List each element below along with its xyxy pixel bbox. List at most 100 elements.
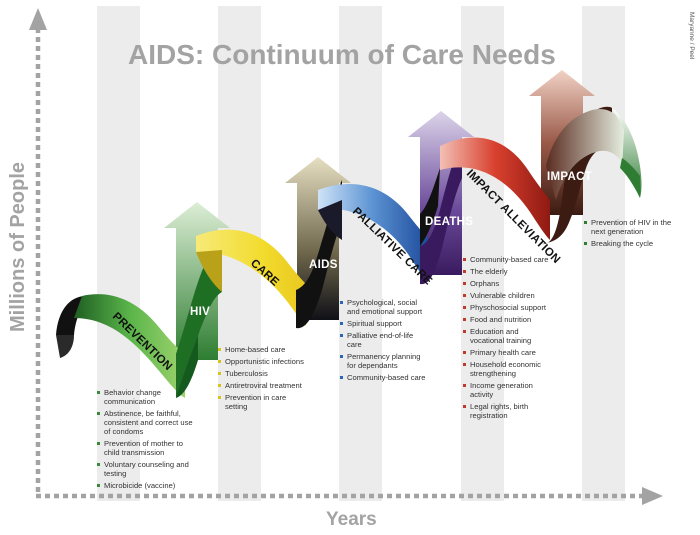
bullet-icon <box>218 372 221 375</box>
ribbon-deaths-under <box>420 168 440 246</box>
list-item-text: Spiritual support <box>347 319 402 328</box>
list-item: Antiretroviral treatment <box>218 381 308 390</box>
list-item-text: Vulnerable children <box>470 291 535 300</box>
y-axis <box>29 8 47 496</box>
list-item: Voluntary counseling and testing <box>97 460 197 478</box>
ribbon-care <box>196 229 306 326</box>
list-item-text: Tuberculosis <box>225 369 268 378</box>
list-item: Legal rights, birth registration <box>463 402 549 420</box>
bullet-icon <box>463 282 466 285</box>
list-item: Education and vocational training <box>463 327 549 345</box>
bullet-icon <box>97 484 100 487</box>
bullet-icon <box>584 221 587 224</box>
bullet-icon <box>218 384 221 387</box>
bullet-icon <box>97 412 100 415</box>
bullet-icon <box>463 363 466 366</box>
y-axis-label: Millions of People <box>7 162 29 332</box>
palliative-list: Psychological, social and emotional supp… <box>340 298 426 385</box>
ribbon-care-under <box>196 250 222 292</box>
list-item: Breaking the cycle <box>584 239 674 248</box>
y-axis-arrowhead <box>29 8 47 30</box>
list-item: Psychological, social and emotional supp… <box>340 298 426 316</box>
list-item-text: Antiretroviral treatment <box>225 381 302 390</box>
list-item: The elderly <box>463 267 549 276</box>
list-item: Prevention in care setting <box>218 393 308 411</box>
impact-list: Prevention of HIV in the next generation… <box>584 218 674 251</box>
list-item: Opportunistic infections <box>218 357 308 366</box>
list-item: Vulnerable children <box>463 291 549 300</box>
bullet-icon <box>340 322 343 325</box>
bullet-icon <box>340 334 343 337</box>
bullet-icon <box>463 294 466 297</box>
ribbon-impact-body <box>546 108 626 200</box>
list-item: Community-based care <box>340 373 426 382</box>
list-item-text: The elderly <box>470 267 508 276</box>
list-item-text: Physchosocial support <box>470 303 546 312</box>
label-deaths: DEATHS <box>425 216 473 228</box>
list-item-text: Prevention in care setting <box>225 393 287 411</box>
list-item-text: Behavior change communication <box>104 388 161 406</box>
x-axis-label: Years <box>326 509 377 530</box>
ribbon-start-side <box>56 335 74 358</box>
bullet-icon <box>97 442 100 445</box>
list-item-text: Abstinence, be faithful, consistent and … <box>104 409 193 436</box>
list-item: Home-based care <box>218 345 308 354</box>
bullet-icon <box>463 318 466 321</box>
bullet-icon <box>340 355 343 358</box>
bullet-icon <box>340 376 343 379</box>
list-item: Permanency planning for dependants <box>340 352 426 370</box>
ribbon-palliative-under <box>318 200 342 240</box>
x-axis-arrowhead <box>642 487 663 505</box>
list-item: Abstinence, be faithful, consistent and … <box>97 409 197 436</box>
bullet-icon <box>463 330 466 333</box>
label-hiv: HIV <box>190 306 210 318</box>
bullet-icon <box>97 391 100 394</box>
list-item-text: Breaking the cycle <box>591 239 654 248</box>
list-item: Community-based care <box>463 255 549 264</box>
list-item-text: Legal rights, birth registration <box>470 402 529 420</box>
credit-text: Maryanne / Peel <box>688 12 695 60</box>
list-item: Behavior change communication <box>97 388 197 406</box>
list-item-text: Voluntary counseling and testing <box>104 460 189 478</box>
list-item: Household economic strengthening <box>463 360 549 378</box>
diagram-title: AIDS: Continuum of Care Needs <box>128 39 556 70</box>
bullet-icon <box>463 258 466 261</box>
ribbon-prevention <box>74 294 186 398</box>
bullet-icon <box>463 405 466 408</box>
list-item: Microbicide (vaccine) <box>97 481 197 490</box>
bullet-icon <box>218 348 221 351</box>
list-item: Physchosocial support <box>463 303 549 312</box>
x-axis <box>36 487 663 505</box>
list-item-text: Community-based care <box>470 255 549 264</box>
list-item-text: Permanency planning for dependants <box>347 352 421 370</box>
ribbon-impact-alleviation <box>440 137 550 240</box>
list-item-text: Microbicide (vaccine) <box>104 481 176 490</box>
list-item: Prevention of mother to child transmissi… <box>97 439 197 457</box>
list-item: Income generation activity <box>463 381 549 399</box>
label-impact: IMPACT <box>547 171 592 183</box>
list-item-text: Psychological, social and emotional supp… <box>347 298 423 316</box>
bullet-icon <box>97 463 100 466</box>
bullet-icon <box>218 396 221 399</box>
list-item-text: Income generation activity <box>470 381 533 399</box>
bullet-icon <box>340 301 343 304</box>
list-item: Orphans <box>463 279 549 288</box>
list-item-text: Primary health care <box>470 348 536 357</box>
list-item-text: Orphans <box>470 279 500 288</box>
bullet-icon <box>463 306 466 309</box>
list-item: Food and nutrition <box>463 315 549 324</box>
bullet-icon <box>218 360 221 363</box>
bullet-icon <box>584 242 587 245</box>
list-item-text: Opportunistic infections <box>225 357 304 366</box>
bullet-icon <box>463 384 466 387</box>
list-item-text: Household economic strengthening <box>470 360 541 378</box>
list-item-text: Palliative end-of-life care <box>347 331 414 349</box>
list-item-text: Community-based care <box>347 373 426 382</box>
ribbon-hiv-turn <box>176 250 222 398</box>
bullet-icon <box>463 270 466 273</box>
